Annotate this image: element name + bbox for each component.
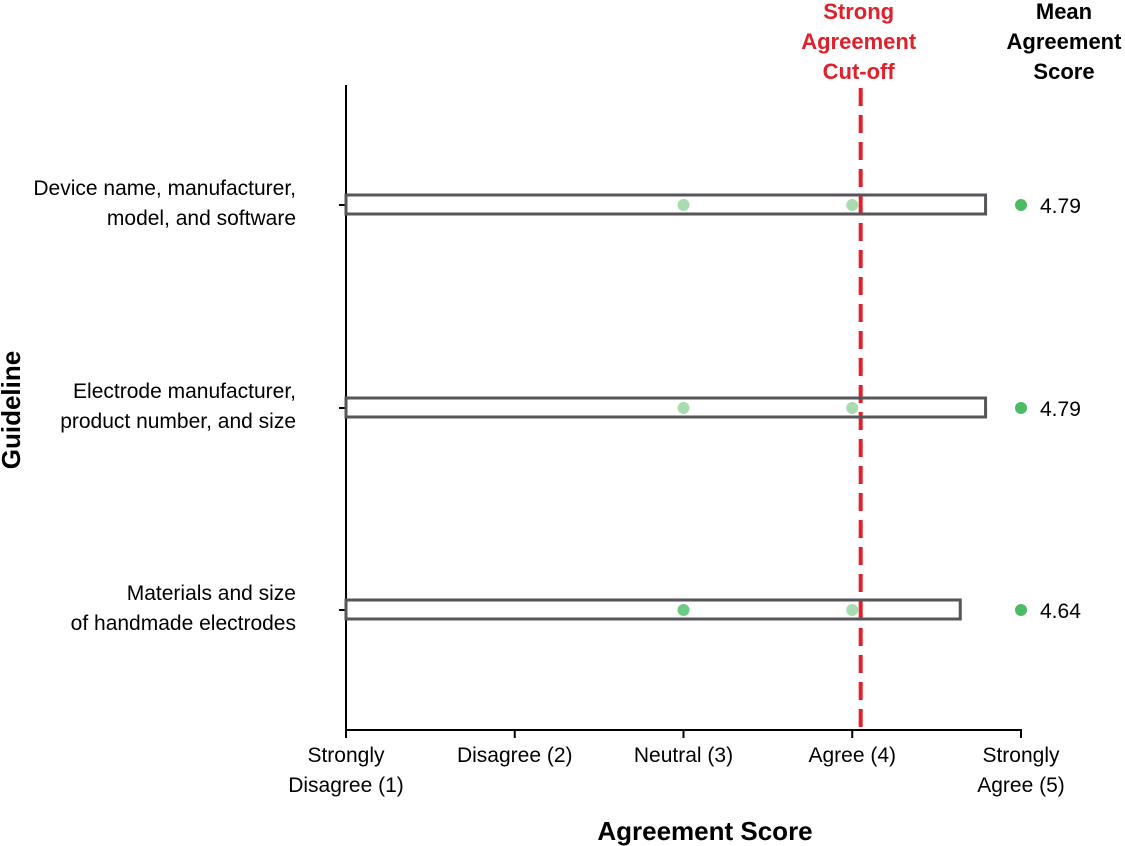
response-point xyxy=(677,402,690,414)
mean-value-label: 4.64 xyxy=(1040,600,1081,623)
range-bar xyxy=(344,396,988,419)
mean-dot xyxy=(1015,199,1027,211)
response-point xyxy=(846,199,859,211)
response-point xyxy=(846,604,859,616)
x-tick-label: Disagree (2) xyxy=(457,744,573,767)
guideline-label: Device name, manufacturer,model, and sof… xyxy=(33,177,296,230)
x-tick-label: Neutral (3) xyxy=(634,744,733,767)
response-point xyxy=(846,402,859,414)
range-bar xyxy=(344,598,962,621)
x-tick-label: Agree (4) xyxy=(808,744,896,767)
guideline-label: Electrode manufacturer,product number, a… xyxy=(60,380,296,433)
mean-value-label: 4.79 xyxy=(1040,398,1081,421)
range-bar xyxy=(344,193,988,216)
mean-value-label: 4.79 xyxy=(1040,195,1081,218)
mean-dot xyxy=(1015,402,1027,414)
response-point xyxy=(677,199,690,211)
x-axis-title: Agreement Score xyxy=(597,816,812,846)
mean-dot xyxy=(1015,604,1027,616)
response-point xyxy=(677,604,690,616)
y-axis-title: Guideline xyxy=(0,351,26,469)
